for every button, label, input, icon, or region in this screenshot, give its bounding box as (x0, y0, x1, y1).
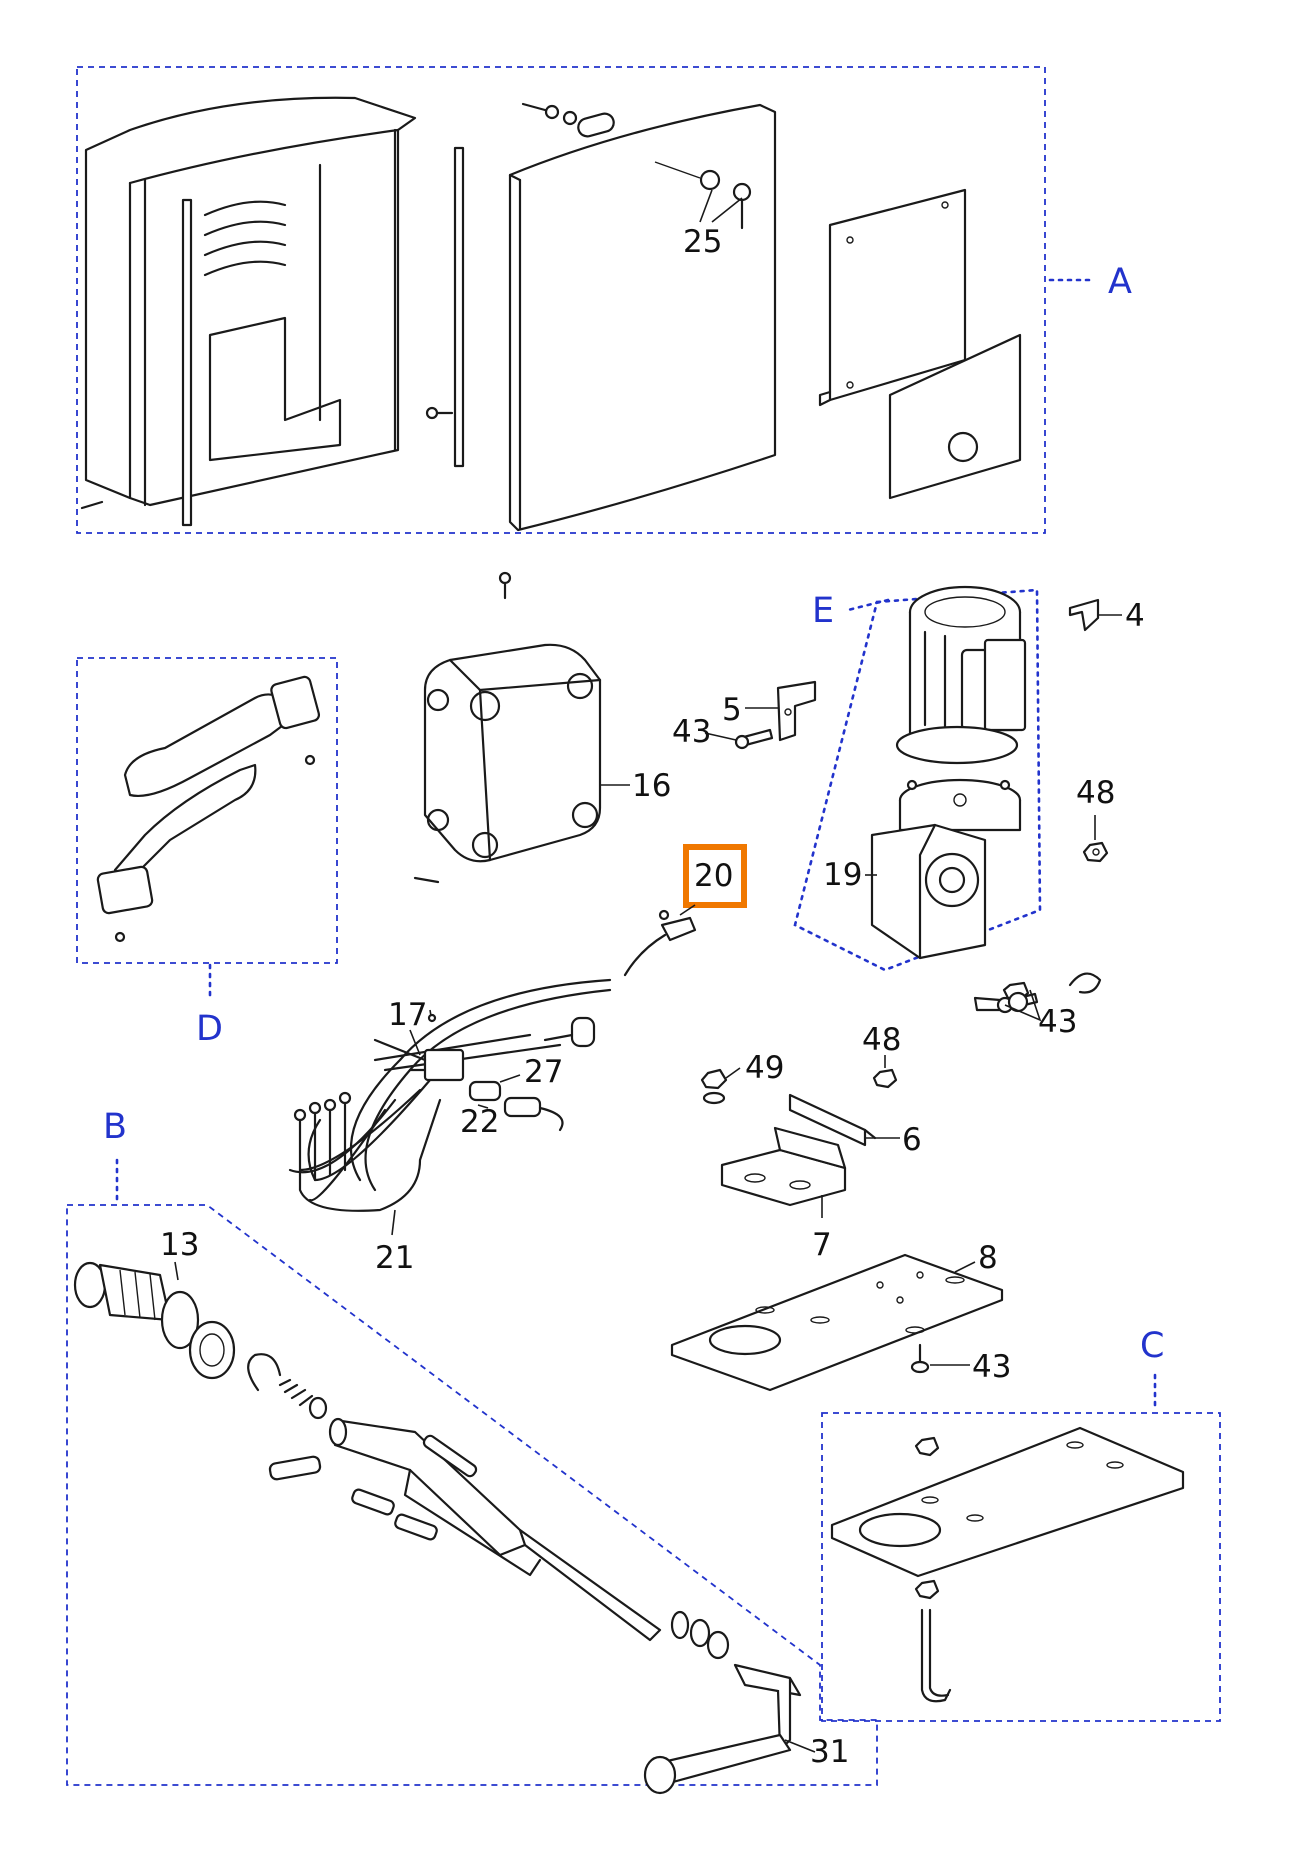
part-label-17: 17 (388, 997, 427, 1033)
part-label-8: 8 (978, 1240, 998, 1276)
foundation-plate (830, 1426, 1185, 1578)
circlip-spring (247, 1353, 328, 1420)
bottom-screws-a (80, 406, 454, 510)
plug-connector (468, 1080, 564, 1132)
group-label-c: C (1140, 1326, 1164, 1366)
group-b-border (66, 1204, 878, 1786)
limit-switch (623, 904, 697, 977)
seal-strip-left (181, 198, 193, 527)
door-lock-key (654, 161, 752, 230)
box-screw (413, 571, 512, 884)
part-label-25: 25 (683, 224, 722, 260)
part-label-6: 6 (902, 1122, 922, 1158)
cable-gland (543, 1016, 596, 1048)
nut-48-lower (872, 1055, 898, 1089)
drive-shaft (328, 1417, 662, 1642)
terminal-block (373, 1029, 465, 1082)
base-plate (670, 1253, 1004, 1392)
part-label-22: 22 (460, 1104, 499, 1140)
part-label-7: 7 (812, 1227, 832, 1263)
group-c-border (821, 1412, 1221, 1722)
cable-clamp-upper (123, 675, 321, 797)
bolt-43-top (734, 728, 774, 750)
group-label-d: D (196, 1009, 223, 1049)
mounting-bracket (720, 1126, 847, 1207)
housing-cover (84, 96, 417, 507)
gearbox (870, 778, 1022, 960)
part-label-31: 31 (810, 1734, 849, 1770)
part-label-4: 4 (1125, 598, 1145, 634)
part-label-48-lower: 48 (862, 1022, 901, 1058)
part-label-5: 5 (722, 692, 742, 728)
part-label-13: 13 (160, 1227, 199, 1263)
part-label-43-top: 43 (672, 714, 711, 750)
group-label-e: E (812, 591, 834, 631)
anchor-bolt (914, 1579, 952, 1703)
part-label-20: 20 (694, 858, 733, 894)
nut-48-upper (1082, 815, 1109, 863)
shaft-keys (268, 1455, 438, 1541)
front-door-panel (508, 103, 777, 532)
nut-washer-49 (700, 1067, 741, 1105)
bolts-43-middle (973, 972, 1102, 1014)
part-label-43-lower: 43 (972, 1349, 1011, 1385)
part-label-19: 19 (823, 857, 862, 893)
angle-bracket (776, 680, 817, 742)
group-e-border (793, 588, 1042, 972)
seal-strip-middle (453, 146, 465, 468)
rail-bracket (788, 1093, 877, 1147)
group-a-border (76, 66, 1046, 534)
top-fixing-screws (521, 102, 615, 138)
group-label-b: B (103, 1107, 127, 1147)
group-d-border (76, 657, 338, 964)
back-mounting-plate (818, 188, 1022, 500)
wiring-harness (288, 978, 612, 1212)
small-bracket (1068, 598, 1122, 632)
bolt-43-lower (910, 1343, 970, 1374)
release-rings (670, 1610, 730, 1660)
part-label-27: 27 (524, 1054, 563, 1090)
control-box (423, 643, 602, 863)
cable-clamp-lower (96, 763, 257, 943)
part-label-43-middle: 43 (1038, 1004, 1077, 1040)
part-label-16: 16 (632, 768, 671, 804)
pinion-gear (73, 1261, 236, 1380)
part-label-48-upper: 48 (1076, 775, 1115, 811)
wire-connectors (293, 1091, 352, 1122)
group-label-a: A (1108, 262, 1132, 302)
release-handle (643, 1663, 802, 1795)
electric-motor (895, 585, 1027, 765)
part-label-21: 21 (375, 1240, 414, 1276)
highlight-box-20 (683, 844, 747, 908)
part-label-49: 49 (745, 1050, 784, 1086)
